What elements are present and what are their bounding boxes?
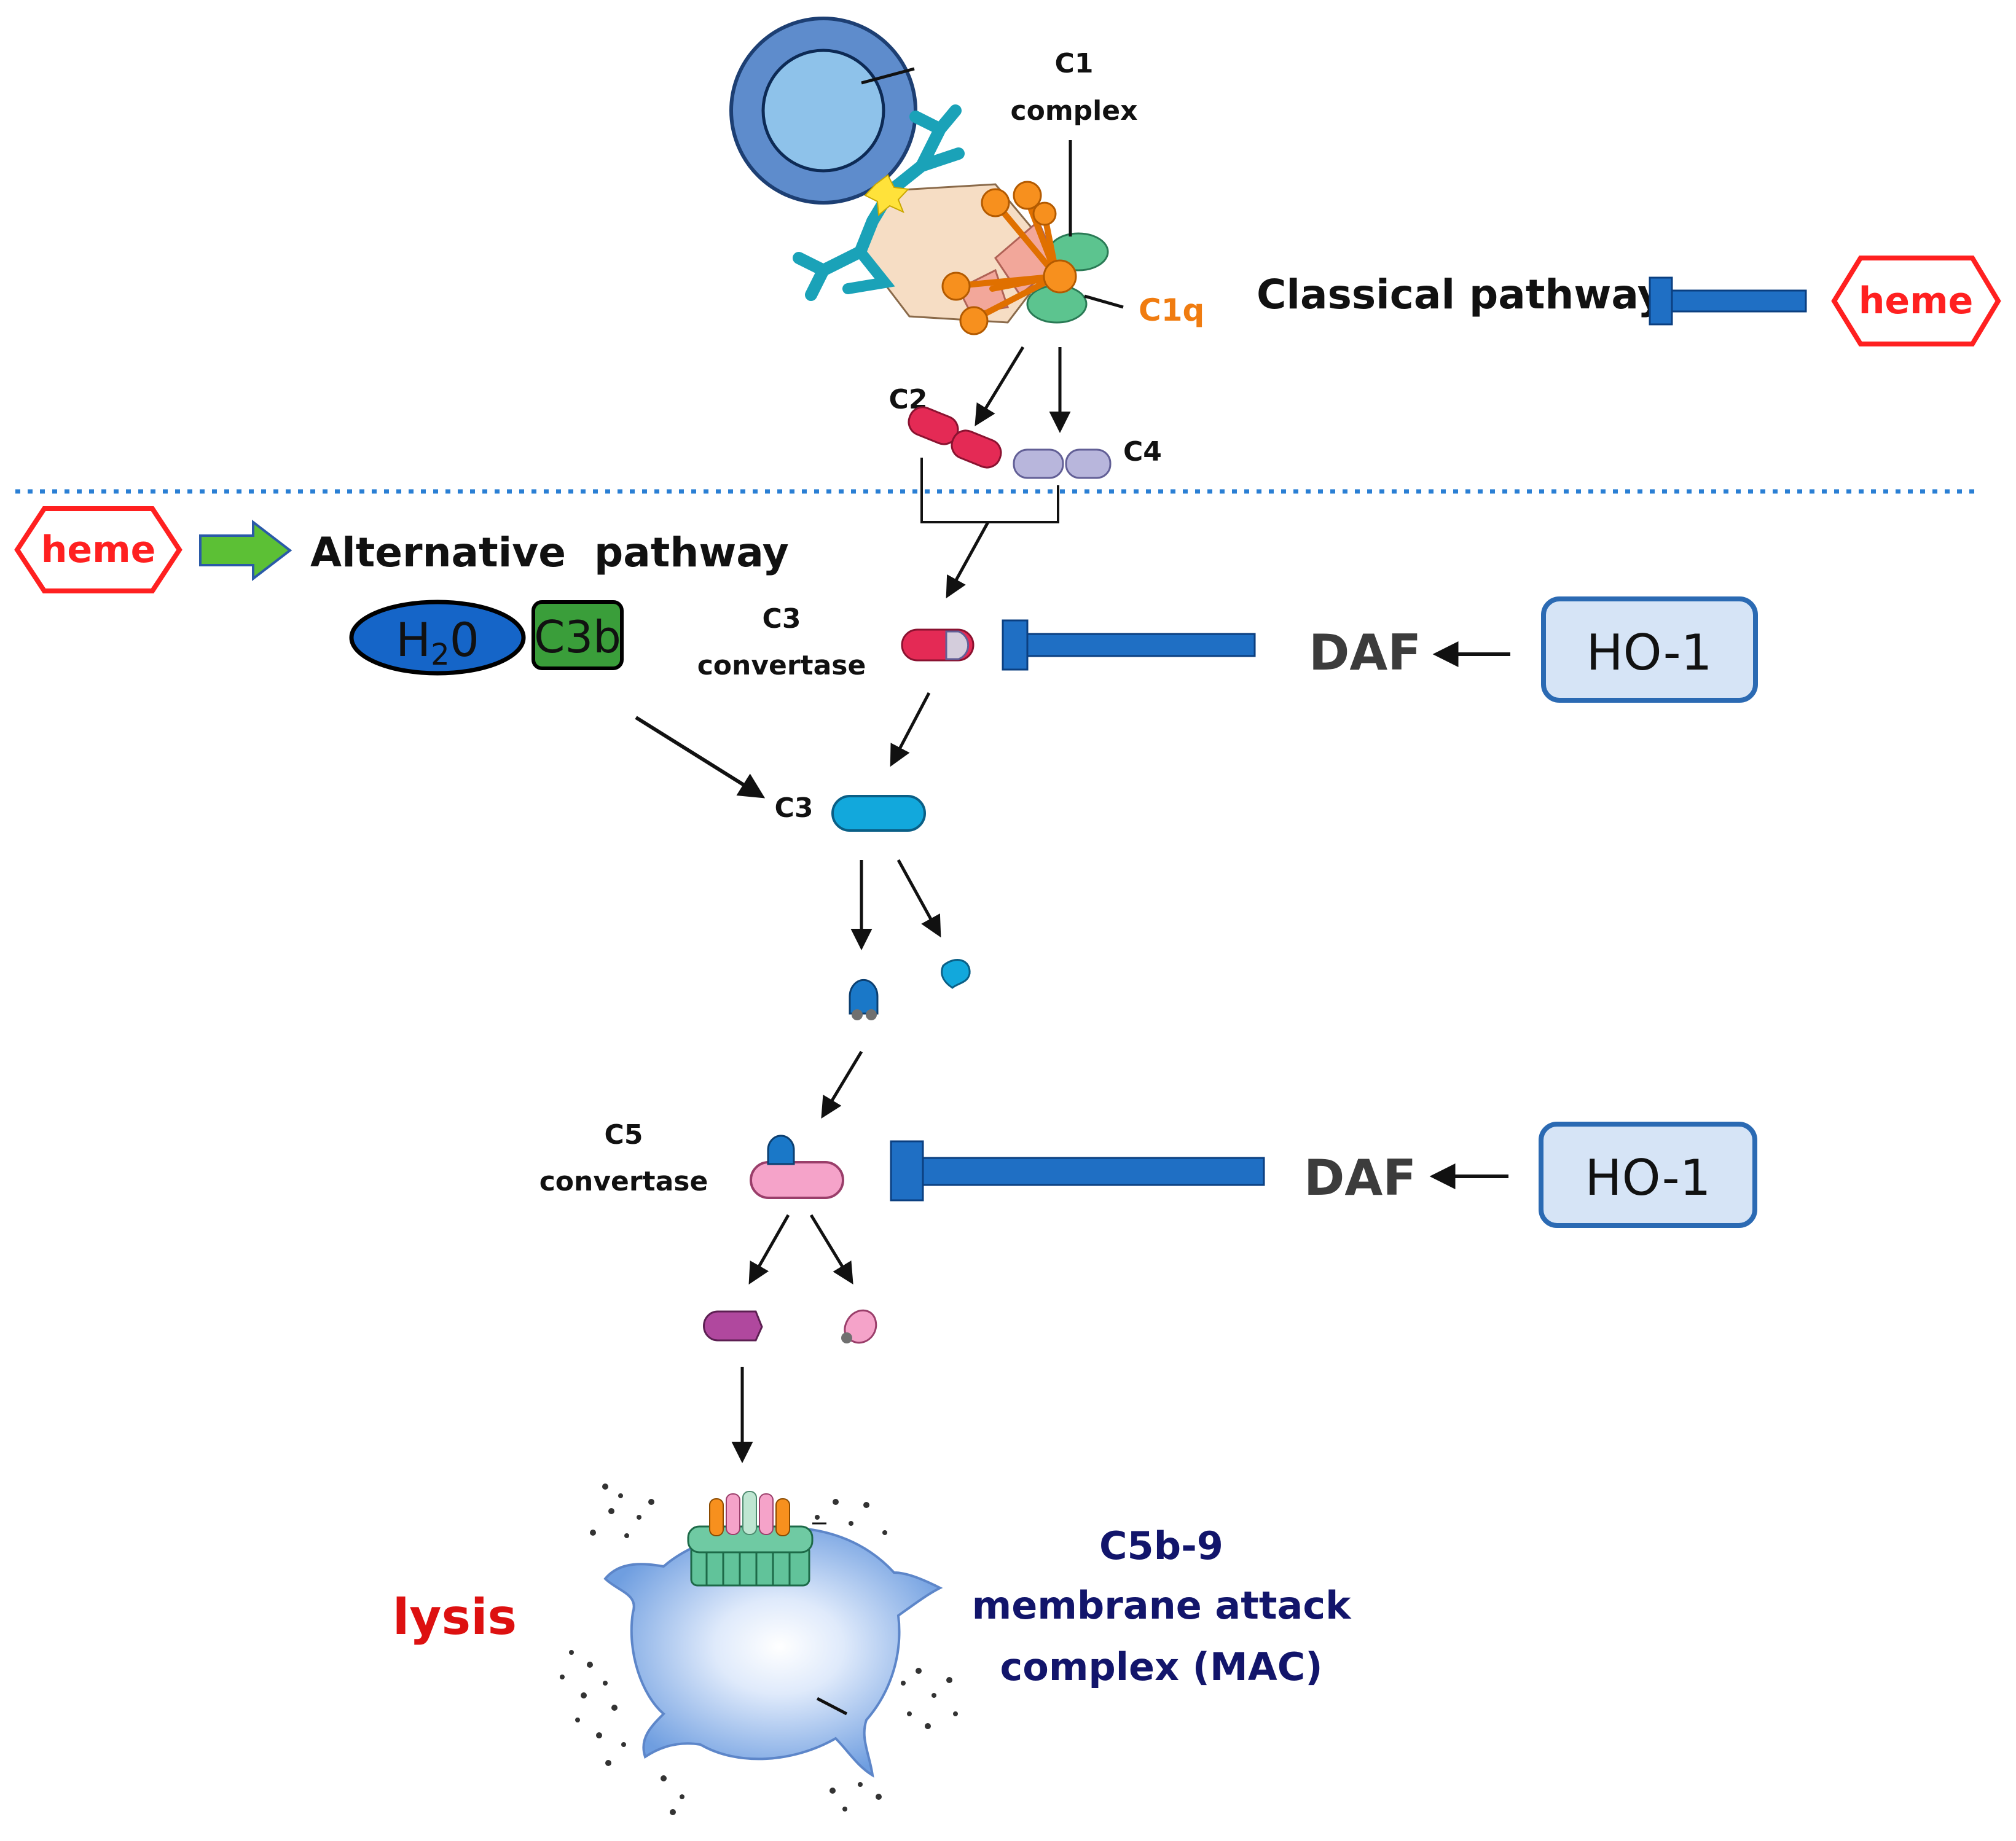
- c2-c4-bracket: [920, 458, 1059, 523]
- mac-label-line2: membrane attack: [972, 1583, 1352, 1628]
- svg-text:H20: H20: [396, 612, 479, 672]
- c4-icon: [1013, 448, 1112, 479]
- daf-inhibits-c5-convertase-icon: [890, 1140, 1265, 1202]
- mac-pore-icon: [687, 1491, 826, 1587]
- heme-inhibits-classical-icon: [1649, 276, 1807, 326]
- classical-pathway-label: Classical pathway: [1257, 271, 1664, 318]
- heme-left-badge: heme: [14, 506, 182, 593]
- arrow-c5-convertase-to-c5b: [748, 1214, 790, 1285]
- c3-convertase-label-line1: C3: [763, 603, 801, 635]
- ho1-top-box: HO-1: [1541, 596, 1758, 703]
- c3-convertase-label-line2: convertase: [697, 650, 866, 681]
- arrow-alternative-to-c3: [635, 716, 766, 799]
- arrow-c3-convertase-to-c3: [890, 692, 931, 767]
- h2o-subscript: 2: [431, 638, 450, 672]
- alternative-pathway-label: Alternative pathway: [310, 529, 789, 576]
- c5b-fragment-icon: [703, 1310, 763, 1342]
- mac-label-line3: complex (MAC): [1000, 1644, 1322, 1689]
- c3b-fragment-icon: [849, 979, 879, 1020]
- c1-complex-label-line2: complex: [1011, 95, 1138, 127]
- heme-top-badge: heme: [1831, 256, 2001, 346]
- heme-activates-arrow-icon: [199, 519, 292, 582]
- c3-icon: [831, 795, 926, 832]
- c1-complex-icon: [793, 104, 1109, 335]
- c3b-badge: C3b: [531, 600, 624, 670]
- c3b-label: C3b: [534, 611, 621, 663]
- c5-convertase-label-line1: C5: [605, 1119, 643, 1151]
- c5a-fragment-icon: [841, 1309, 877, 1344]
- c4-label: C4: [1123, 436, 1162, 467]
- lysis-label: lysis: [393, 1589, 517, 1646]
- lysed-cell-icon: [603, 1526, 943, 1778]
- debris-dots-icon: [560, 1483, 958, 1815]
- c3-convertase-icon: [901, 628, 975, 662]
- c5-convertase-icon: [750, 1135, 844, 1199]
- h2o-badge: H20: [349, 600, 526, 676]
- ho1-top-label: HO-1: [1586, 624, 1712, 681]
- ho1-bottom-box: HO-1: [1539, 1122, 1757, 1228]
- arrow-to-c3-convertase: [946, 521, 990, 599]
- c1q-leader-line: [1084, 294, 1124, 309]
- arrow-c3b-to-c5-convertase: [821, 1050, 863, 1119]
- c5-convertase-label-line2: convertase: [539, 1166, 708, 1197]
- c2-icon: [908, 406, 1002, 469]
- arrow-c1-to-c2: [975, 346, 1025, 426]
- c3a-fragment-icon: [941, 959, 971, 989]
- ho1-bottom-label: HO-1: [1585, 1149, 1711, 1206]
- h2o-h: H: [396, 612, 431, 667]
- arrow-c5-convertase-to-c5a: [809, 1214, 853, 1284]
- c1-complex-label-line1: C1: [1055, 48, 1094, 79]
- daf-top-label: DAF: [1309, 624, 1421, 681]
- daf-inhibits-c3-convertase-icon: [1002, 619, 1256, 671]
- c1q-label: C1q: [1139, 292, 1204, 328]
- h2o-tail: 0: [450, 612, 479, 667]
- heme-top-label: heme: [1859, 279, 1974, 322]
- daf-bottom-label: DAF: [1304, 1149, 1416, 1206]
- heme-left-label: heme: [41, 528, 156, 571]
- pathogen-cell-icon: [729, 17, 917, 205]
- mac-label-line1: C5b-9: [1099, 1523, 1223, 1568]
- c3-label: C3: [775, 792, 814, 824]
- arrow-c3-to-c3a: [896, 859, 941, 938]
